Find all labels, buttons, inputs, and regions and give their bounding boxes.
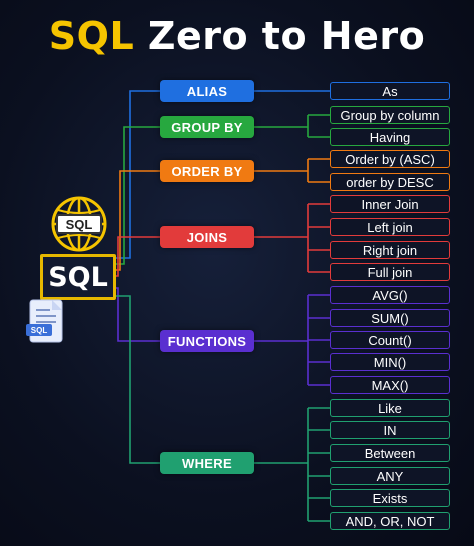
category-alias: ALIAS — [160, 80, 254, 102]
doc-sql-label: SQL — [26, 324, 52, 336]
category-functions: FUNCTIONS — [160, 330, 254, 352]
globe-sql-label: SQL — [56, 214, 102, 234]
item-functions: SUM() — [330, 309, 450, 327]
item-joins: Full join — [330, 263, 450, 281]
item-functions: AVG() — [330, 286, 450, 304]
sql-center-node: SQL — [40, 254, 116, 300]
category-where: WHERE — [160, 452, 254, 474]
item-group-by: Group by column — [330, 106, 450, 124]
document-icon — [29, 299, 63, 343]
item-where: Like — [330, 399, 450, 417]
item-joins: Left join — [330, 218, 450, 236]
item-where: IN — [330, 421, 450, 439]
item-functions: MAX() — [330, 376, 450, 394]
item-functions: MIN() — [330, 353, 450, 371]
category-group-by: GROUP BY — [160, 116, 254, 138]
item-joins: Right join — [330, 241, 450, 259]
item-alias: As — [330, 82, 450, 100]
title-rest: Zero to Hero — [147, 14, 426, 58]
item-order-by: order by DESC — [330, 173, 450, 191]
item-where: ANY — [330, 467, 450, 485]
category-joins: JOINS — [160, 226, 254, 248]
item-order-by: Order by (ASC) — [330, 150, 450, 168]
item-joins: Inner Join — [330, 195, 450, 213]
title-sql: SQL — [48, 14, 135, 58]
item-functions: Count() — [330, 331, 450, 349]
item-where: AND, OR, NOT — [330, 512, 450, 530]
item-where: Between — [330, 444, 450, 462]
page-title: SQL Zero to Hero — [0, 14, 474, 58]
category-order-by: ORDER BY — [160, 160, 254, 182]
item-where: Exists — [330, 489, 450, 507]
item-group-by: Having — [330, 128, 450, 146]
